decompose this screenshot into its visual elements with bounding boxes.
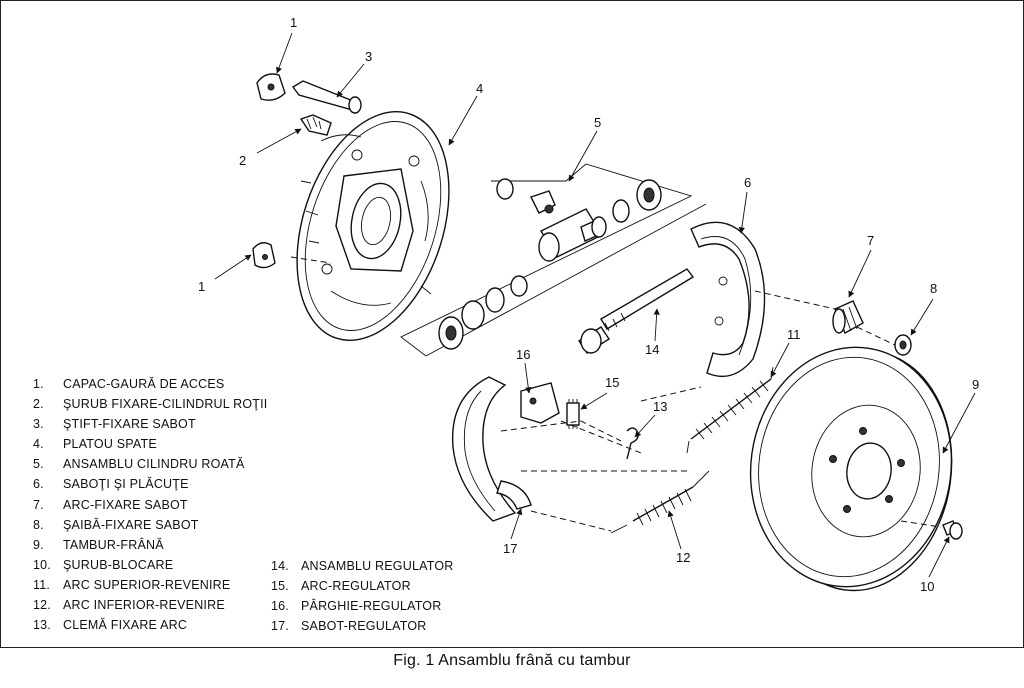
access-cover-bottom	[252, 242, 276, 269]
legend-item: 15. ARC-REGULATOR	[271, 576, 453, 596]
legend-item-text: ANSAMBLU REGULATOR	[301, 559, 454, 573]
legend-item-number: 7.	[33, 497, 44, 512]
hold-down-washer	[894, 334, 912, 356]
legend-item-text: ARC SUPERIOR-REVENIRE	[63, 577, 231, 592]
legend-item: 13. CLEMĂ FIXARE ARC	[33, 615, 267, 635]
callout-9: 9	[972, 377, 979, 392]
legend-item-text: CLEMĂ FIXARE ARC	[63, 618, 188, 633]
legend-item-number: 17.	[271, 619, 289, 634]
legend-item: 2. ŞURUB FIXARE-CILINDRUL ROŢII	[33, 394, 267, 414]
legend-item-text: ŞAIBĂ-FIXARE SABOT	[63, 517, 199, 532]
adjuster-assembly	[578, 268, 695, 354]
legend-item-text: ANSAMBLU CILINDRU ROATĂ	[63, 457, 245, 472]
brake-drum	[749, 346, 953, 592]
wheel-cylinder-bolt	[299, 114, 332, 136]
legend-item-number: 2.	[33, 397, 44, 412]
legend-item-number: 6.	[33, 477, 44, 492]
legend-item-number: 10.	[33, 557, 51, 572]
callout-2: 2	[239, 153, 246, 168]
figure-caption: Fig. 1 Ansamblu frână cu tambur	[393, 652, 631, 669]
legend-item-text: ARC INFERIOR-REVENIRE	[63, 598, 225, 613]
legend-item: 4. PLATOU SPATE	[33, 434, 267, 454]
legend-item-text: ARC-FIXARE SABOT	[63, 497, 188, 512]
legend-item: 8. ŞAIBĂ-FIXARE SABOT	[33, 515, 267, 535]
callout-4: 4	[476, 81, 483, 96]
lower-return-spring	[610, 470, 710, 534]
legend-item-text: ŞTIFT-FIXARE SABOT	[63, 417, 196, 432]
legend-item-text: CAPAC-GAURĂ DE ACCES	[63, 377, 225, 391]
callout-15: 15	[605, 375, 619, 390]
legend-item: 9. TAMBUR-FRÂNĂ	[33, 535, 267, 555]
brake-shoe-right	[690, 221, 766, 377]
legend-item: 12. ARC INFERIOR-REVENIRE	[33, 595, 267, 615]
callout-7: 7	[867, 233, 874, 248]
legend-item-number: 15.	[271, 579, 289, 594]
callout-3: 3	[365, 49, 372, 64]
adjuster-spring	[566, 399, 580, 429]
callout-5: 5	[594, 115, 601, 130]
diagram-frame: 1 3 4 2 1 5 6 7 8 11 16 15 14 13 9 17 12…	[0, 0, 1024, 648]
legend-item-number: 14.	[271, 559, 289, 573]
backing-plate	[296, 111, 450, 341]
legend-item-text: TAMBUR-FRÂNĂ	[63, 537, 164, 552]
legend-item-number: 13.	[33, 618, 51, 633]
legend-item: 10. ŞURUB-BLOCARE	[33, 555, 267, 575]
legend-item: 17. SABOT-REGULATOR	[271, 616, 453, 636]
legend-item-text: PÂRGHIE-REGULATOR	[301, 599, 442, 614]
assembly-lines	[290, 256, 942, 532]
access-cover-top	[256, 73, 286, 101]
callout-10: 10	[920, 579, 934, 594]
hold-down-spring	[832, 300, 864, 334]
legend-item-text: ŞURUB-BLOCARE	[63, 557, 174, 572]
callout-numbers: 1 3 4 2 1 5 6 7 8 11 16 15 14 13 9 17 12…	[198, 15, 979, 594]
parts-legend-left: 1. CAPAC-GAURĂ DE ACCES 2. ŞURUB FIXARE-CIL…	[33, 374, 267, 635]
legend-item-text: SABOT-REGULATOR	[301, 619, 427, 634]
brake-shoe-left	[451, 376, 532, 522]
shoe-pin	[291, 80, 362, 114]
legend-item-number: 5.	[33, 457, 44, 472]
legend-item-number: 9.	[33, 537, 44, 552]
legend-item: 3. ŞTIFT-FIXARE SABOT	[33, 414, 267, 434]
legend-item-number: 16.	[271, 599, 289, 614]
callout-14: 14	[645, 342, 659, 357]
drum-locking-screw	[942, 520, 963, 540]
legend-item-text: SABOŢI ŞI PLĂCUŢE	[63, 477, 189, 492]
callout-13: 13	[653, 399, 667, 414]
legend-item: 16. PÂRGHIE-REGULATOR	[271, 596, 453, 616]
legend-item-text: ŞURUB FIXARE-CILINDRUL ROŢII	[63, 397, 268, 412]
legend-item-text: ARC-REGULATOR	[301, 579, 411, 594]
callout-16: 16	[516, 347, 530, 362]
legend-item-number: 4.	[33, 437, 44, 452]
callout-17: 17	[503, 541, 517, 556]
callout-1-bottom: 1	[198, 279, 205, 294]
legend-item: 11. ARC SUPERIOR-REVENIRE	[33, 575, 267, 595]
callout-12: 12	[676, 550, 690, 565]
brake-exploded-drawing: 1 3 4 2 1 5 6 7 8 11 16 15 14 13 9 17 12…	[198, 15, 979, 594]
leader-lines	[214, 32, 976, 578]
callout-6: 6	[744, 175, 751, 190]
legend-item: 14. ANSAMBLU REGULATOR	[271, 556, 453, 576]
legend-item: 6. SABOŢI ŞI PLĂCUŢE	[33, 474, 267, 494]
legend-item-number: 8.	[33, 517, 44, 532]
callout-8: 8	[930, 281, 937, 296]
legend-item-number: 1.	[33, 377, 44, 391]
parts-legend-right: 14. ANSAMBLU REGULATOR 15. ARC-REGULATOR 16.…	[271, 556, 453, 636]
callout-11: 11	[787, 327, 801, 342]
legend-item-number: 12.	[33, 598, 51, 613]
callout-1-top: 1	[290, 15, 297, 30]
legend-item: 1. CAPAC-GAURĂ DE ACCES	[33, 374, 267, 394]
spring-clip	[626, 427, 639, 460]
legend-item-number: 11.	[33, 577, 51, 592]
legend-item: 7. ARC-FIXARE SABOT	[33, 495, 267, 515]
legend-item-text: PLATOU SPATE	[63, 437, 157, 452]
legend-item-number: 3.	[33, 417, 44, 432]
legend-item: 5. ANSAMBLU CILINDRU ROATĂ	[33, 454, 267, 474]
adjuster-lever	[520, 382, 560, 424]
wheel-cylinder-assembly	[400, 163, 707, 357]
